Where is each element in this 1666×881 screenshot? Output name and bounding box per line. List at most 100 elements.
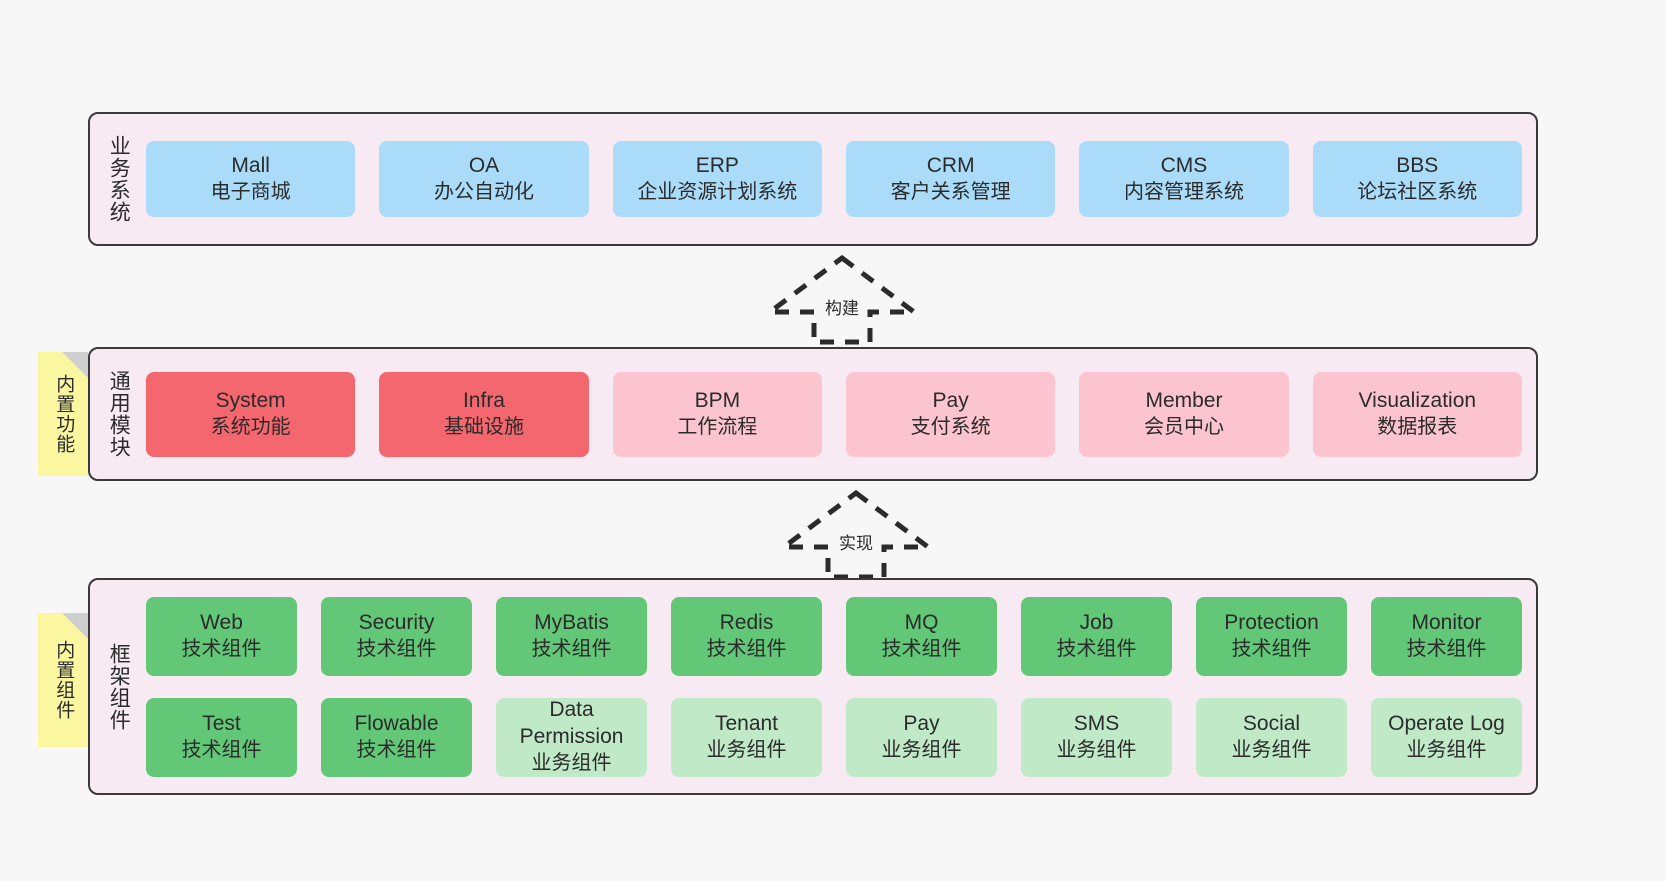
card-title: BBS: [1396, 153, 1439, 177]
card-sms[interactable]: SMS 业务组件: [1021, 697, 1172, 777]
framework-card-row-1: Web 技术组件 Security 技术组件 MyBatis 技术组件 Redi…: [146, 596, 1522, 676]
card-subtitle: 会员中心: [1143, 415, 1224, 438]
card-title: Infra: [462, 388, 505, 412]
card-tenant[interactable]: Tenant 业务组件: [671, 697, 822, 777]
card-pay-component[interactable]: Pay 业务组件: [846, 697, 997, 777]
layer-business-title: 业务系统: [107, 135, 131, 223]
card-subtitle: 业务组件: [1406, 738, 1487, 761]
arrow-implement: 实现: [766, 487, 946, 583]
card-mq[interactable]: MQ 技术组件: [846, 596, 997, 676]
card-title: Redis: [719, 610, 774, 634]
card-subtitle: 业务组件: [881, 738, 962, 761]
layer-framework-body: Web 技术组件 Security 技术组件 MyBatis 技术组件 Redi…: [146, 580, 1536, 793]
card-web[interactable]: Web 技术组件: [146, 596, 297, 676]
card-protection[interactable]: Protection 技术组件: [1196, 596, 1347, 676]
note-builtin-component[interactable]: 内置组件: [38, 613, 88, 747]
card-title: Member: [1145, 388, 1223, 412]
card-social[interactable]: Social 业务组件: [1196, 697, 1347, 777]
card-cms[interactable]: CMS 内容管理系统: [1079, 141, 1289, 217]
card-subtitle: 技术组件: [1056, 637, 1137, 660]
card-subtitle: 技术组件: [181, 738, 262, 761]
card-pay[interactable]: Pay 支付系统: [845, 371, 1056, 457]
card-subtitle: 办公自动化: [433, 180, 534, 203]
card-bpm[interactable]: BPM 工作流程: [612, 371, 822, 457]
card-subtitle: 技术组件: [881, 637, 962, 660]
card-operate-log[interactable]: Operate Log 业务组件: [1371, 697, 1522, 777]
modules-card-row: System 系统功能 Infra 基础设施 BPM 工作流程 Pay 支付系统…: [146, 371, 1522, 457]
card-crm[interactable]: CRM 客户关系管理: [845, 141, 1056, 217]
card-infra[interactable]: Infra 基础设施: [379, 371, 589, 457]
layer-framework-title: 框架组件: [107, 642, 131, 731]
card-title: CMS: [1160, 153, 1208, 177]
layer-common-modules: 通用模块 System 系统功能 Infra 基础设施 BPM 工作流程 Pay…: [88, 347, 1538, 481]
card-title: SMS: [1073, 711, 1120, 735]
layer-business-body: Mall 电子商城 OA 办公自动化 ERP 企业资源计划系统 CRM 客户关系…: [146, 114, 1536, 244]
card-subtitle: 业务组件: [531, 752, 612, 775]
card-title: OA: [468, 153, 500, 177]
card-title: Visualization: [1358, 388, 1477, 412]
card-title: Operate Log: [1388, 711, 1505, 735]
card-flowable[interactable]: Flowable 技术组件: [321, 697, 472, 777]
card-redis[interactable]: Redis 技术组件: [671, 596, 822, 676]
card-mybatis[interactable]: MyBatis 技术组件: [496, 596, 647, 676]
card-title: Protection: [1224, 610, 1319, 634]
card-mall[interactable]: Mall 电子商城: [146, 141, 356, 217]
card-subtitle: 客户关系管理: [890, 180, 1011, 203]
layer-modules-title: 通用模块: [107, 370, 131, 458]
card-title: MQ: [904, 610, 939, 634]
generalization-arrow-icon: [776, 489, 936, 580]
card-title: MyBatis: [534, 610, 609, 634]
card-title: Monitor: [1411, 610, 1482, 634]
card-title: Test: [202, 711, 241, 735]
card-monitor[interactable]: Monitor 技术组件: [1371, 596, 1522, 676]
note-label: 内置功能: [53, 374, 75, 454]
card-erp[interactable]: ERP 企业资源计划系统: [612, 141, 822, 217]
card-title: Flowable: [354, 711, 439, 735]
card-subtitle: 业务组件: [706, 738, 787, 761]
card-subtitle: 支付系统: [910, 415, 991, 438]
generalization-arrow-icon: [762, 254, 922, 345]
layer-framework-components: 框架组件 Web 技术组件 Security 技术组件 MyBatis 技术组件…: [88, 578, 1538, 795]
card-subtitle: 基础设施: [443, 415, 524, 438]
card-subtitle: 业务组件: [1231, 738, 1312, 761]
card-subtitle: 技术组件: [181, 637, 262, 660]
note-builtin-function[interactable]: 内置功能: [38, 352, 88, 476]
card-title: BPM: [694, 388, 741, 412]
card-test[interactable]: Test 技术组件: [146, 697, 297, 777]
business-card-row: Mall 电子商城 OA 办公自动化 ERP 企业资源计划系统 CRM 客户关系…: [146, 141, 1522, 217]
card-bbs[interactable]: BBS 论坛社区系统: [1312, 141, 1522, 217]
card-subtitle: 技术组件: [1231, 637, 1312, 660]
card-title: Pay: [932, 388, 969, 412]
arrow-build-label: 构建: [825, 299, 859, 318]
card-visualization[interactable]: Visualization 数据报表: [1312, 371, 1522, 457]
card-title: Mall: [231, 153, 270, 177]
card-title: System: [215, 388, 286, 412]
note-label: 内置组件: [53, 640, 75, 720]
card-subtitle: 数据报表: [1377, 415, 1458, 438]
card-title: Tenant: [714, 711, 779, 735]
card-subtitle: 技术组件: [356, 637, 437, 660]
folded-corner-icon: [62, 613, 88, 639]
card-subtitle: 内容管理系统: [1123, 180, 1244, 203]
card-subtitle: 技术组件: [706, 637, 787, 660]
card-subtitle: 电子商城: [210, 180, 291, 203]
card-title: Data Permission: [519, 698, 624, 749]
card-title: Pay: [903, 711, 940, 735]
card-title: Social: [1242, 711, 1301, 735]
card-security[interactable]: Security 技术组件: [321, 596, 472, 676]
card-data-permission[interactable]: Data Permission 业务组件: [496, 697, 647, 777]
card-subtitle: 论坛社区系统: [1357, 180, 1478, 203]
card-job[interactable]: Job 技术组件: [1021, 596, 1172, 676]
card-subtitle: 技术组件: [356, 738, 437, 761]
card-member[interactable]: Member 会员中心: [1079, 371, 1289, 457]
card-title: Security: [358, 610, 435, 634]
card-system[interactable]: System 系统功能: [146, 371, 356, 457]
layer-modules-body: System 系统功能 Infra 基础设施 BPM 工作流程 Pay 支付系统…: [146, 349, 1536, 479]
folded-corner-icon: [62, 352, 88, 378]
card-title: ERP: [695, 153, 739, 177]
card-oa[interactable]: OA 办公自动化: [379, 141, 589, 217]
card-title: Web: [200, 610, 243, 634]
arrow-implement-label: 实现: [839, 534, 873, 553]
card-subtitle: 系统功能: [210, 415, 291, 438]
